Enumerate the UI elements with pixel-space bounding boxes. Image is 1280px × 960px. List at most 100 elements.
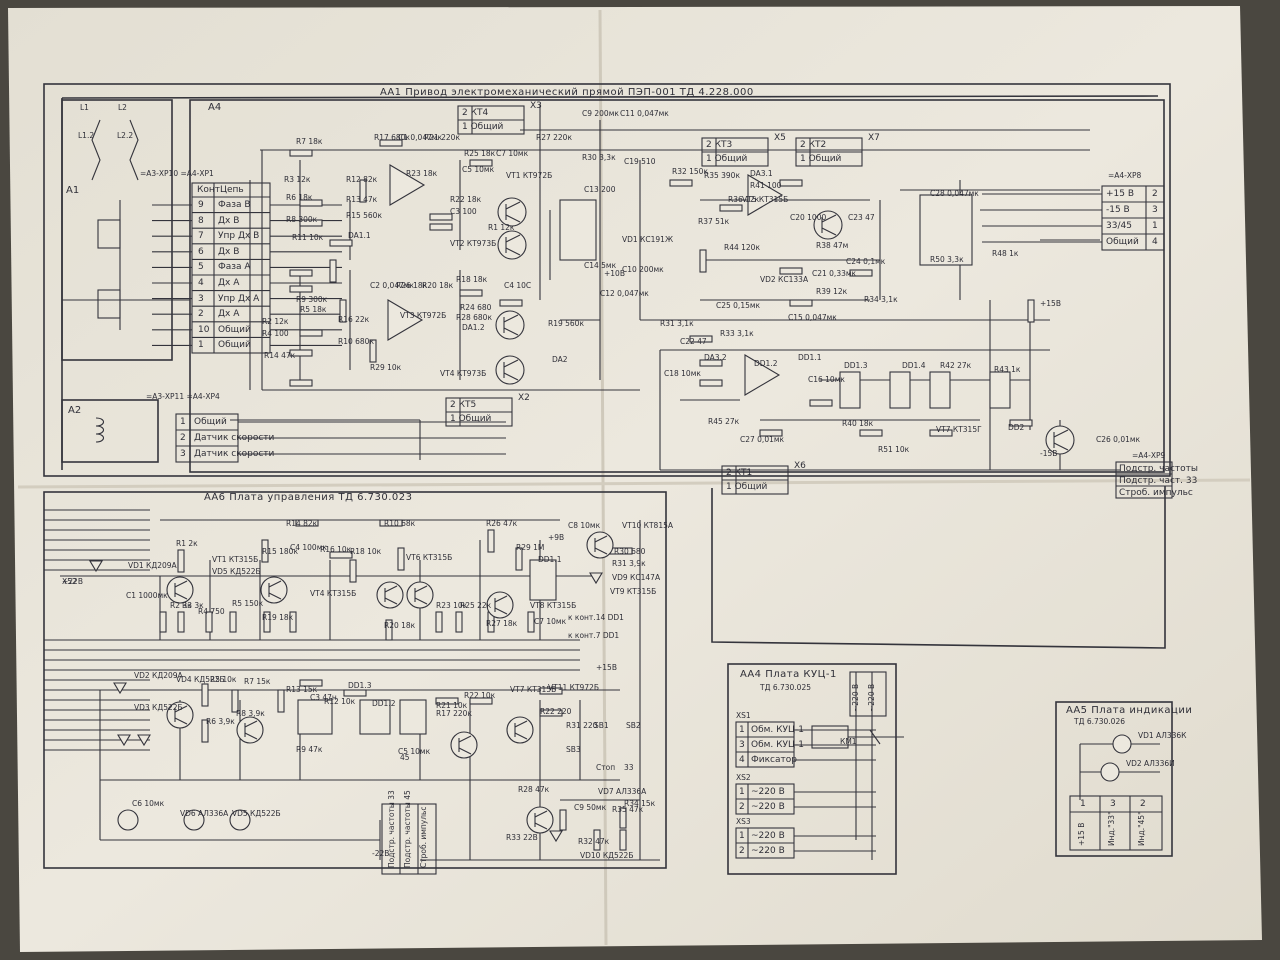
resistor: [289, 285, 313, 293]
transistor: [236, 716, 264, 744]
resistor: [1027, 299, 1035, 323]
transistor-collector: [174, 705, 188, 713]
xp11-pin-number: 2: [180, 433, 186, 443]
l22-label: L2.2: [117, 131, 134, 140]
resistor: [397, 547, 405, 571]
aa6-component-label: R22 220: [540, 707, 572, 716]
transistor-emitter: [594, 547, 608, 555]
resistor: [809, 399, 833, 407]
aa6-component-label: к конт.7 DD1: [568, 631, 620, 640]
resistor: [429, 223, 453, 231]
xs1-pin-name: Обм. КУЦ-1: [751, 740, 804, 750]
aa6-component-label: X52: [62, 577, 77, 586]
xp8-pin-number: 2: [1152, 189, 1158, 199]
aa6-component-label: DD1.1: [538, 555, 562, 564]
aa6-component-label: R21 10к: [436, 701, 468, 710]
aa1-component-label: R33 3,1к: [720, 329, 754, 338]
aa5-vd2-label: VD2 АЛ336И: [1126, 759, 1175, 768]
aa5-frame: [1055, 701, 1173, 857]
op-amp: [747, 174, 784, 216]
motor-coil: [129, 119, 139, 181]
aa6-component-label: DD1.3: [348, 681, 372, 690]
horizontal-fold: [17, 478, 1251, 489]
aa6-component-label: R4 750: [198, 607, 225, 616]
led: [183, 809, 205, 831]
aa6-component-label: R15 180к: [262, 547, 298, 556]
xp10-pin-name: Общий: [218, 324, 251, 335]
aa1-component-label: DD1.1: [798, 353, 822, 362]
aa6-component-label: R34 15к: [624, 799, 656, 808]
aa6-component-label: R28 47к: [518, 785, 550, 794]
aa6-component-label: R19 18к: [262, 613, 294, 622]
aa1-component-label: C1 0,047мк: [398, 133, 443, 142]
xs1-label: XS1: [736, 711, 751, 720]
aa6-component-label: R7 15к: [244, 677, 271, 686]
resistor: [201, 683, 209, 707]
resistor: [539, 709, 563, 717]
aa1-component-label: R11 10к: [292, 233, 324, 242]
xp10-pin-name: Фаза В: [218, 200, 251, 210]
transistor-collector: [268, 580, 282, 588]
aa4-title: АА4 Плата КУЦ-1: [740, 669, 837, 680]
resistor: [435, 611, 443, 633]
aa6-component-label: R25 22к: [460, 601, 492, 610]
l2-label: L2: [118, 103, 127, 112]
resistor: [619, 807, 627, 829]
op-amp: [389, 164, 426, 206]
kt-connector-label: X7: [868, 133, 880, 143]
aa1-component-label: R35 390к: [704, 171, 740, 180]
frames: [43, 83, 1173, 875]
transistor: [497, 197, 527, 227]
transistor-emitter: [534, 822, 548, 830]
xp10-pin-number: 6: [198, 246, 204, 257]
aa1-component-label: R10 680к: [338, 337, 374, 346]
logic-block: [889, 371, 911, 409]
aa6-component-label: VD10 КД522Б: [580, 851, 634, 860]
aa1-component-label: DD1.4: [902, 361, 926, 370]
transistor-collector: [534, 810, 548, 818]
xp10-pin-number: 7: [198, 231, 204, 242]
resistor: [689, 335, 713, 343]
aa1-component-label: C14 5мк: [584, 261, 617, 270]
xp10-header: =А3-ХР10 =А4-ХР1: [140, 169, 214, 178]
xs2-label: XS2: [736, 773, 751, 782]
aa6-component-label: VD5 КД522Б: [232, 809, 281, 818]
transistor-collector: [1053, 429, 1069, 438]
resistor: [429, 213, 453, 221]
resistor: [349, 559, 357, 583]
aa1-component-label: VD1 КС191Ж: [622, 235, 674, 244]
aa6-component-label: VT6 КТ315Б: [406, 553, 453, 562]
aa1-component-label: C26 0,01мк: [1096, 435, 1141, 444]
aa6-component-label: DD1.2: [372, 699, 396, 708]
aa1-component-label: VT1 КТ972Б: [506, 171, 553, 180]
xs2-pin-name: ~220 В: [751, 802, 785, 812]
xp11-header: =А3-ХР11 =А4-ХР4: [146, 392, 220, 401]
aa6-component-label: R13 15к: [286, 685, 318, 694]
logic-block: [989, 371, 1011, 409]
xs1-pin-name: Фиксатор: [751, 755, 797, 765]
aa6-component-label: R12 10к: [324, 697, 356, 706]
aa1-component-label: DD2: [1008, 423, 1025, 432]
xp10-pin-number: 10: [198, 324, 210, 335]
xs1-pin-number: 1: [739, 725, 745, 735]
aa1-component-label: +10В: [604, 269, 625, 278]
resistor: [435, 697, 459, 705]
transistor-collector: [244, 720, 258, 728]
led: [117, 809, 139, 831]
speed-sensor-coil: [95, 417, 105, 443]
resistor: [329, 239, 353, 247]
resistor: [859, 429, 883, 437]
kt-pin-label: 1 Общий: [706, 154, 748, 164]
diode: [137, 734, 151, 747]
aa1-component-label: R7 18к: [296, 137, 323, 146]
aa4-subtitle: ТД 6.730.025: [760, 683, 811, 692]
aa6-component-label: C3 47н: [310, 693, 337, 702]
aa1-component-label: R43 1к: [994, 365, 1021, 374]
resistor: [201, 719, 209, 743]
aa6-component-label: VT7 КТ315Б: [510, 685, 557, 694]
aa1-component-label: R28 680к: [456, 313, 492, 322]
aa1-component-label: R48 1к: [992, 249, 1019, 258]
aa6-component-label: VD5 КД522Б: [212, 567, 261, 576]
transistor: [450, 731, 478, 759]
